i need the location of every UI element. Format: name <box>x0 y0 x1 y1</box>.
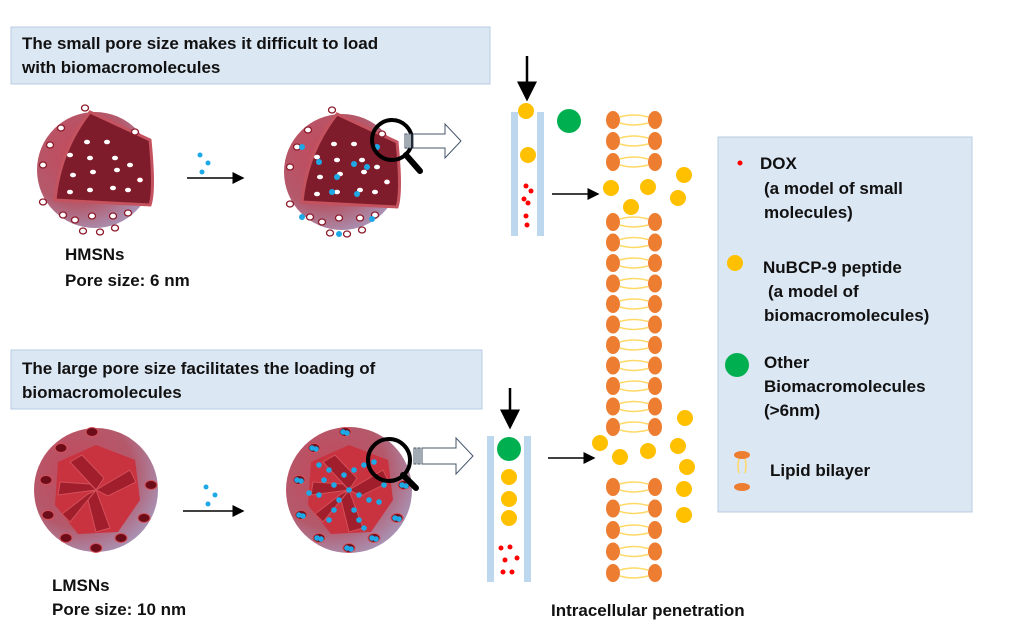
lipid-row <box>606 478 662 496</box>
hmsn-particle-empty <box>37 104 154 236</box>
lipid-head <box>648 132 662 150</box>
lmsn-particle-loaded <box>286 427 412 553</box>
lipid-head <box>648 418 662 436</box>
legend-dox-desc1: (a model of small <box>764 179 903 198</box>
blocked-biomacromolecule <box>557 109 581 133</box>
lipid-head <box>648 111 662 129</box>
lipid-head <box>606 274 620 293</box>
lmsn-pore-size: Pore size: 10 nm <box>52 600 186 619</box>
lipid-head <box>648 542 662 561</box>
hmsn-name: HMSNs <box>65 245 125 264</box>
legend-other-desc2: (>6nm) <box>764 401 820 420</box>
lipid-head <box>606 521 620 539</box>
peptide-icon <box>727 255 743 271</box>
dox-icon <box>737 160 743 166</box>
legend: DOX (a model of small molecules) NuBCP-9… <box>717 136 973 513</box>
lipid-head <box>648 499 662 518</box>
lipid-row <box>606 521 662 539</box>
biomacromolecule-icon <box>725 353 749 377</box>
lipid-head <box>648 213 662 231</box>
lipid-head <box>648 397 662 416</box>
lipid-head <box>648 233 662 252</box>
lipid-head <box>606 499 620 518</box>
top-caption-box: The small pore size makes it difficult t… <box>10 26 491 85</box>
lipid-head <box>606 397 620 416</box>
lipid-row <box>606 132 662 150</box>
bottom-caption-line2: biomacromolecules <box>22 383 182 402</box>
legend-peptide-desc2: biomacromolecules) <box>764 306 929 325</box>
lipid-head <box>606 336 620 354</box>
lipid-row <box>606 315 662 334</box>
hollow-arrow-bottom <box>413 436 474 476</box>
lipid-head <box>648 254 662 272</box>
lipid-head <box>648 315 662 334</box>
lipid-head <box>606 315 620 334</box>
lipid-row <box>606 356 662 375</box>
lipid-icon <box>734 451 750 491</box>
lipid-row <box>606 397 662 416</box>
hmsn-pore-size: Pore size: 6 nm <box>65 271 190 290</box>
pore-channel-small <box>511 56 544 236</box>
lipid-head <box>648 153 662 171</box>
legend-peptide: NuBCP-9 peptide <box>763 258 902 277</box>
lipid-head <box>606 478 620 496</box>
lipid-head <box>648 521 662 539</box>
legend-peptide-desc1: (a model of <box>768 282 859 301</box>
lipid-row <box>606 233 662 252</box>
legend-dox-desc2: molecules) <box>764 203 853 222</box>
legend-lipid: Lipid bilayer <box>770 461 871 480</box>
top-caption-line1: The small pore size makes it difficult t… <box>22 34 378 53</box>
lipid-head <box>606 132 620 150</box>
lipid-head <box>606 564 620 582</box>
bottom-caption-box: The large pore size facilitates the load… <box>10 349 483 410</box>
loading-arrow-top <box>187 152 245 184</box>
lipid-head <box>606 356 620 375</box>
lipid-bilayer <box>606 111 662 582</box>
hmsn-particle-loaded <box>284 106 401 238</box>
lipid-head <box>648 478 662 496</box>
hollow-arrow-top <box>404 122 462 160</box>
top-caption-line2: with biomacromolecules <box>21 58 220 77</box>
loading-arrow-bottom <box>183 484 245 517</box>
magnifier-icon-bottom <box>366 437 419 491</box>
pore-channel-large <box>487 388 531 582</box>
lipid-row <box>606 499 662 518</box>
lipid-head <box>606 111 620 129</box>
penetrated-peptides <box>592 167 695 523</box>
lipid-row <box>606 274 662 293</box>
lipid-row <box>606 418 662 436</box>
lipid-head <box>648 356 662 375</box>
legend-other: Other <box>764 353 810 372</box>
lipid-head <box>606 213 620 231</box>
lipid-head <box>648 336 662 354</box>
lipid-row <box>606 153 662 171</box>
lipid-row <box>606 377 662 395</box>
lipid-head <box>606 295 620 313</box>
lipid-head <box>606 233 620 252</box>
lipid-head <box>648 564 662 582</box>
lipid-head <box>648 377 662 395</box>
lipid-row <box>606 336 662 354</box>
lipid-head <box>606 542 620 561</box>
lipid-head <box>606 153 620 171</box>
lmsn-particle-empty <box>34 427 158 553</box>
lipid-head <box>648 274 662 293</box>
lipid-row <box>606 254 662 272</box>
intracellular-penetration-label: Intracellular penetration <box>551 601 745 620</box>
lipid-head <box>606 418 620 436</box>
legend-dox: DOX <box>760 154 798 173</box>
lipid-head <box>606 254 620 272</box>
lipid-head <box>606 377 620 395</box>
bottom-caption-line1: The large pore size facilitates the load… <box>22 359 376 378</box>
magnifier-icon-top <box>370 118 423 174</box>
lipid-row <box>606 564 662 582</box>
lipid-head <box>648 295 662 313</box>
lipid-row <box>606 111 662 129</box>
lipid-row <box>606 213 662 231</box>
lipid-row <box>606 542 662 561</box>
lipid-row <box>606 295 662 313</box>
legend-other-desc1: Biomacromolecules <box>764 377 926 396</box>
lmsn-name: LMSNs <box>52 576 110 595</box>
